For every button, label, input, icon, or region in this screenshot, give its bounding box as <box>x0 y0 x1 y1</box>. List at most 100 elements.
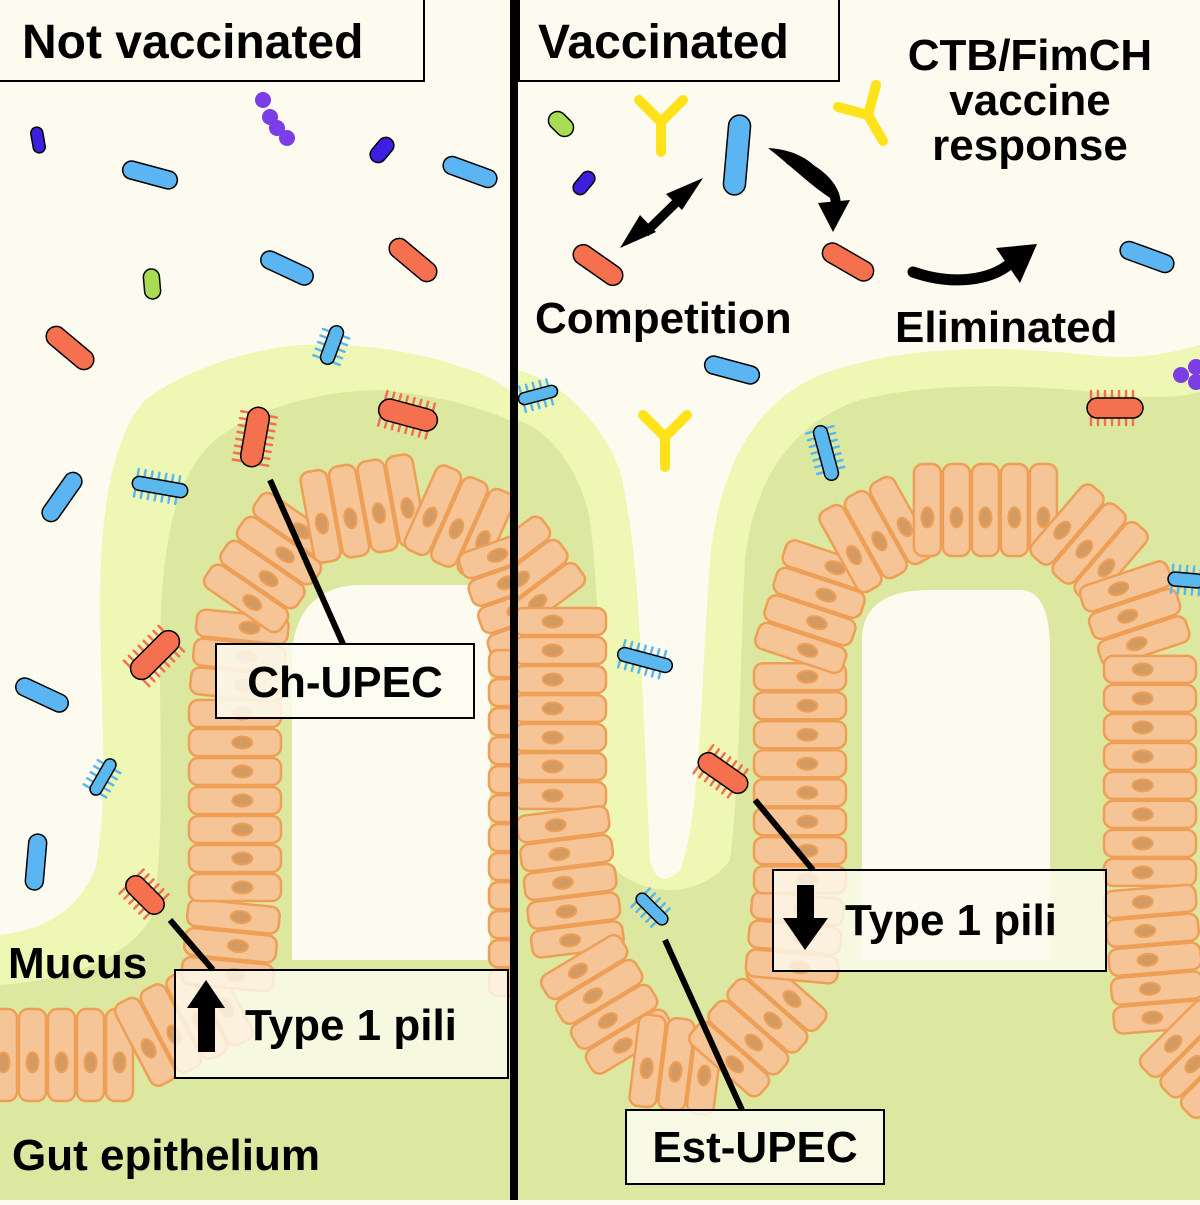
left-pili-label-box <box>174 969 509 1079</box>
cell-nucleus <box>231 822 254 837</box>
epithelial-cell <box>1109 970 1200 1006</box>
epithelial-cell <box>1102 857 1198 888</box>
epithelial-cell <box>763 594 857 647</box>
cell-nucleus <box>796 756 819 771</box>
microbes <box>15 79 1200 928</box>
epithelial-cell <box>202 563 290 634</box>
green-rod <box>142 268 162 300</box>
ch-upec-label-box <box>215 643 475 719</box>
commensal-rod <box>703 355 761 385</box>
commensal-rod <box>722 114 752 196</box>
cell-nucleus <box>796 727 819 742</box>
epithelial-cell <box>187 756 283 787</box>
epithelial-cell <box>539 933 629 1001</box>
epithelial-cell <box>1102 683 1198 714</box>
epithelial-cell <box>1102 883 1198 920</box>
cell-nucleus <box>567 962 589 980</box>
purple-rod <box>572 170 596 196</box>
cell-nucleus <box>612 1037 633 1054</box>
eliminated-label: Eliminated <box>895 303 1118 352</box>
epithelial-cell <box>1102 770 1198 801</box>
epithelial-cell <box>517 805 611 844</box>
epithelial-cell <box>487 677 511 708</box>
epithelial-cell <box>0 1007 19 1103</box>
epithelial-cell <box>1078 560 1173 613</box>
coccus <box>1173 367 1189 383</box>
epithelial-cell <box>1051 502 1127 585</box>
cell-nucleus <box>1131 778 1154 793</box>
epithelial-cell <box>843 489 908 580</box>
epithelial-cell <box>487 880 511 911</box>
cell-nucleus <box>796 698 819 713</box>
cell-nucleus <box>541 643 564 658</box>
cell-nucleus <box>140 1038 157 1059</box>
cell-nucleus <box>697 1064 712 1087</box>
coccus <box>255 92 271 108</box>
left-pili-label: Type 1 pili <box>245 1001 457 1050</box>
competition-label: Competition <box>535 294 792 343</box>
ch-upec-bacterium <box>118 868 170 920</box>
cell-nucleus <box>782 989 802 1008</box>
epithelial-cell <box>356 458 399 554</box>
epithelial-cell <box>1138 998 1200 1078</box>
cell-nucleus <box>1131 662 1154 677</box>
epithelial-cell <box>487 822 511 853</box>
purple-rod <box>369 136 395 164</box>
epithelial-cell <box>517 664 608 695</box>
cell-nucleus <box>1053 520 1072 540</box>
epithelial-cell <box>526 891 622 930</box>
epithelial-cell <box>517 515 552 588</box>
epithelial-cell <box>403 464 463 557</box>
epithelial-cell <box>818 503 883 594</box>
epithelial-cell <box>517 751 608 782</box>
vaccine-label-line-1: CTB/FimCH <box>908 31 1152 80</box>
cell-nucleus <box>796 785 819 800</box>
epithelial-cell <box>726 977 809 1054</box>
epithelial-cell <box>187 814 283 845</box>
ch-upec-pointer-line <box>267 478 346 646</box>
right-title: Vaccinated <box>538 16 789 69</box>
epithelial-cell <box>772 566 866 619</box>
ch-upec-label: Ch-UPEC <box>247 658 443 707</box>
cell-nucleus <box>541 701 564 716</box>
cell-nucleus <box>544 818 567 833</box>
upec-rod <box>572 243 624 287</box>
commensal-rod <box>24 833 48 891</box>
cell-nucleus <box>258 570 279 588</box>
est-upec-label-box <box>625 1109 885 1185</box>
epithelial-cell <box>1159 1019 1200 1099</box>
cell-nucleus <box>920 506 935 529</box>
cell-nucleus <box>314 512 330 535</box>
cell-nucleus <box>1134 923 1157 938</box>
est-upec-label: Est-UPEC <box>652 1123 857 1172</box>
epithelial-cell <box>487 851 511 882</box>
cell-nucleus <box>371 502 387 525</box>
left-pili-pointer-line <box>167 918 216 972</box>
cell-nucleus <box>1097 558 1116 578</box>
left-title: Not vaccinated <box>22 16 363 69</box>
epithelial-cell <box>912 462 943 558</box>
cell-nucleus <box>639 1057 654 1080</box>
epithelial-cell <box>17 1007 48 1103</box>
est-upec-bacterium <box>630 887 671 928</box>
cell-nucleus <box>796 669 819 684</box>
epithelial-cell <box>487 909 511 940</box>
epithelial-cell <box>327 463 371 559</box>
epithelial-cell <box>517 722 608 753</box>
cell-nucleus <box>486 547 509 563</box>
epithelial-cell <box>457 526 511 580</box>
commensal-rod <box>15 677 69 713</box>
cell-nucleus <box>517 570 530 588</box>
cell-nucleus <box>1126 636 1148 652</box>
ch-upec-bacterium <box>231 406 278 468</box>
cell-nucleus <box>54 1051 69 1074</box>
epithelial-cell <box>999 462 1030 558</box>
epithelial-cell <box>477 580 511 635</box>
cell-nucleus <box>231 735 254 750</box>
y-shaped-antibody-icon <box>832 79 888 146</box>
cell-nucleus <box>231 764 254 779</box>
epithelial-cell <box>1102 741 1198 772</box>
cell-nucleus <box>548 846 571 862</box>
cell-nucleus <box>582 987 604 1004</box>
